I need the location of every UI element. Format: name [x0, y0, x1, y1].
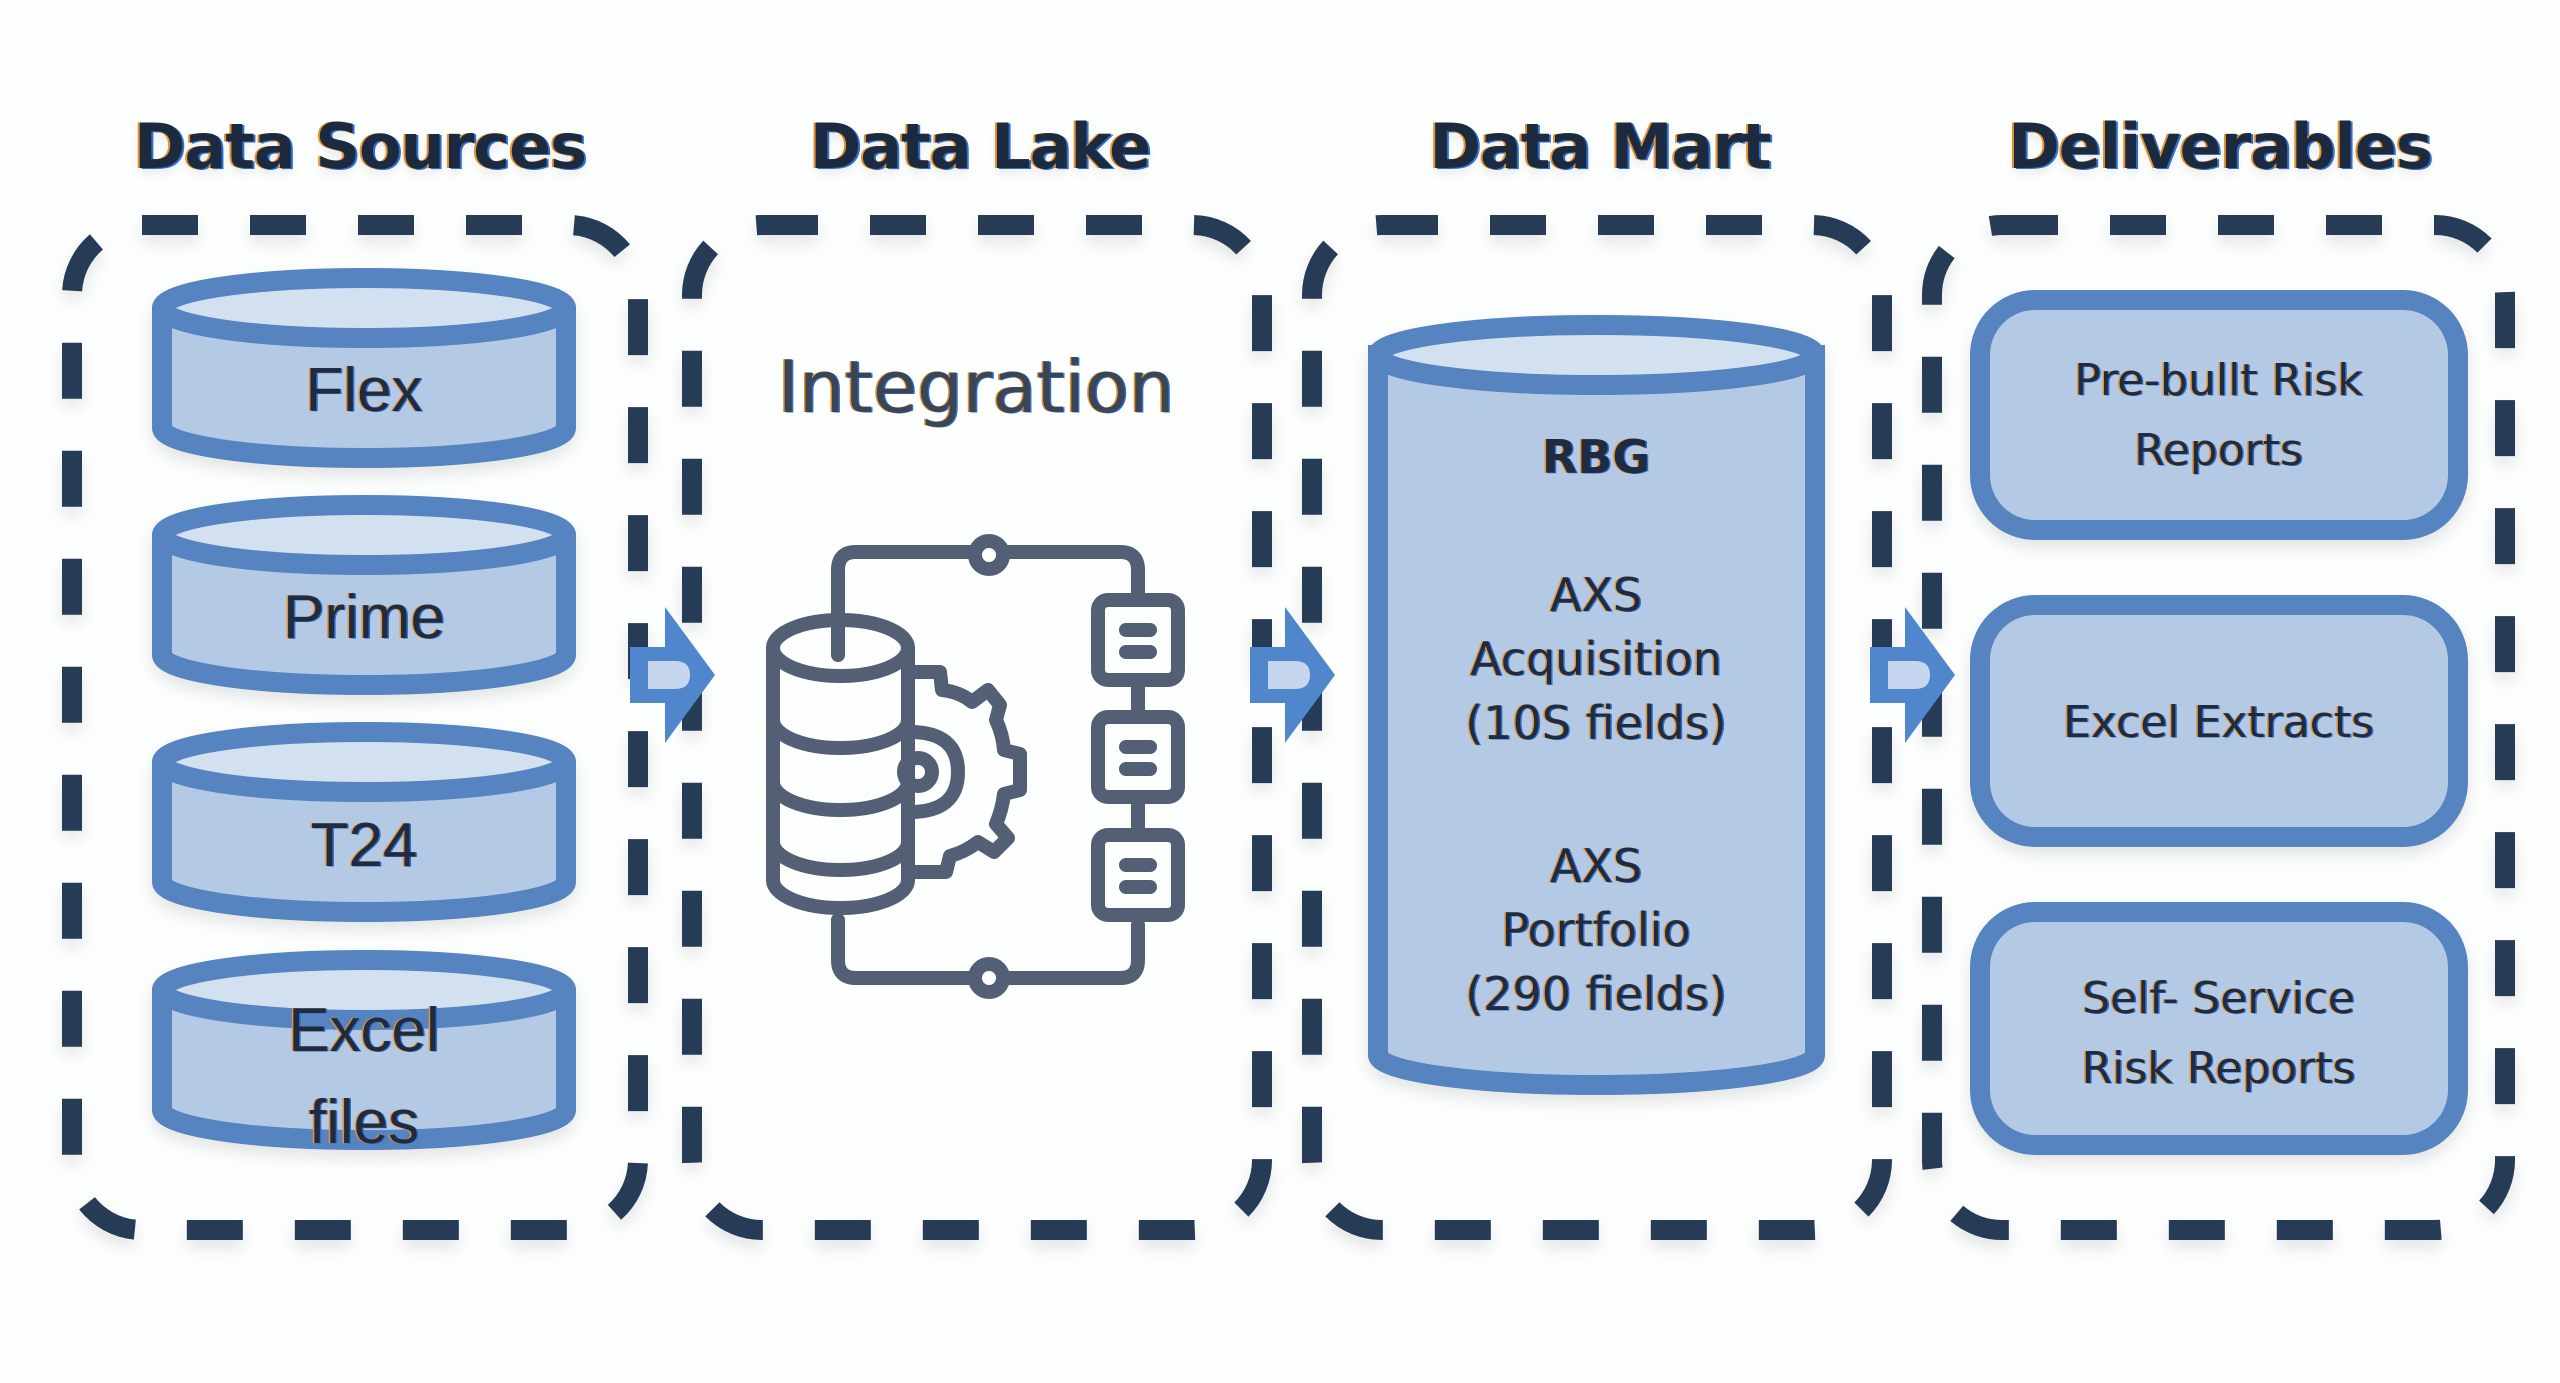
right-arrow-icon: [1250, 607, 1335, 743]
mart-entry-line: AXS: [1549, 568, 1643, 622]
deliverable-label-self-service-risk-reports: Self- Service Risk Reports: [1972, 964, 2465, 1104]
source-label-line: Excel: [288, 996, 440, 1065]
source-label-flex: Flex: [305, 356, 423, 425]
source-label-line: files: [308, 1088, 420, 1157]
mart-entry-line: Portfolio: [1501, 903, 1691, 957]
stage-title-data-sources: Data Sources: [133, 110, 587, 183]
source-label-prime: Prime: [283, 583, 445, 652]
integration-label: Integration: [777, 345, 1175, 429]
data-mart-cylinder: [1368, 315, 1825, 1095]
document-block: [1091, 828, 1185, 922]
stage-frame-data-mart: [1302, 215, 1892, 1240]
mart-entry-rbg: RBG: [1370, 425, 1822, 489]
deliverable-label-line: Excel Extracts: [2062, 697, 2375, 748]
document-block: [1091, 710, 1185, 804]
source-label-t24: T24: [310, 811, 418, 880]
source-label-excel-files: Excel files: [158, 985, 570, 1169]
gear-inner: [903, 725, 965, 819]
deliverable-box-pre-built-risk-reports: [1970, 290, 2468, 540]
database-ring: [766, 713, 915, 755]
source-cylinder-excel-files: [152, 950, 576, 1150]
database-ring: [766, 775, 915, 817]
stage-title-deliverables: Deliverables: [2008, 110, 2432, 183]
database-gear-integration-icon: [766, 534, 1185, 999]
database-body: [766, 641, 915, 915]
deliverable-label-line: Pre-bullt Risk: [2074, 355, 2363, 406]
deliverable-box-self-service-risk-reports: [1970, 902, 2468, 1155]
wire-node: [968, 534, 1010, 576]
stage-title-data-mart: Data Mart: [1429, 110, 1771, 183]
deliverable-box-excel-extracts: [1970, 595, 2468, 847]
mart-entry-axs-acquisition: AXS Acquisition (10S fields): [1370, 563, 1822, 755]
stage-frame-data-lake: [682, 215, 1272, 1240]
wire-node: [968, 957, 1010, 999]
source-cylinder-flex: [152, 268, 576, 468]
database-ring: [766, 835, 915, 877]
deliverable-label-line: Reports: [2134, 425, 2303, 476]
mart-entry-line: AXS: [1549, 839, 1643, 893]
right-arrow-icon: [1870, 607, 1955, 743]
mart-entry-axs-portfolio: AXS Portfolio (290 fields): [1370, 834, 1822, 1026]
deliverable-label-line: Self- Service: [2082, 973, 2355, 1024]
stage-title-data-lake: Data Lake: [809, 110, 1151, 183]
deliverable-label-excel-extracts: Excel Extracts: [1972, 688, 2465, 758]
deliverable-label-pre-built-risk-reports: Pre-bullt Risk Reports: [1972, 346, 2465, 486]
source-cylinder-prime: [152, 495, 576, 695]
document-block: [1091, 593, 1185, 687]
gear-icon: [903, 665, 1027, 879]
mart-entry-line: (10S fields): [1465, 696, 1727, 750]
right-arrow-icon: [630, 607, 715, 743]
mart-entry-line: RBG: [1541, 430, 1651, 484]
stage-frame-deliverables: [1922, 215, 2515, 1240]
mart-entry-line: (290 fields): [1465, 967, 1727, 1021]
gear-hub: [897, 751, 939, 793]
source-cylinder-t24: [152, 722, 576, 922]
mart-entry-line: Acquisition: [1470, 632, 1722, 686]
deliverable-label-line: Risk Reports: [2081, 1043, 2356, 1094]
